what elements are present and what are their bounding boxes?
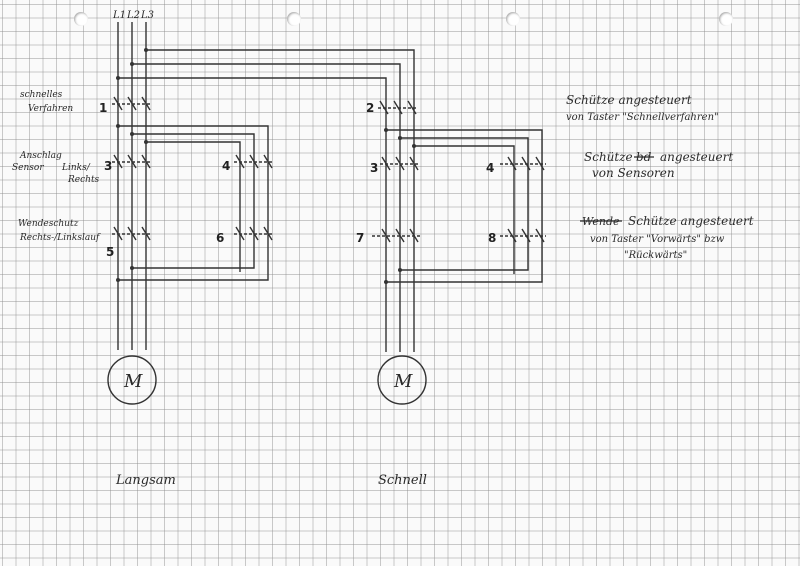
contactor-number: 8 bbox=[488, 231, 496, 245]
contactor-6: 6 bbox=[216, 226, 273, 245]
contactor-number: 4 bbox=[486, 161, 494, 175]
svg-text:Rechts: Rechts bbox=[67, 175, 100, 185]
svg-text:von Sensoren: von Sensoren bbox=[592, 166, 675, 180]
contactor-number: 2 bbox=[366, 101, 374, 115]
contactor-4-right: 4 bbox=[486, 156, 546, 175]
phase-label-l1: L1 bbox=[112, 10, 126, 21]
svg-text:von Taster "Schnellverfahren": von Taster "Schnellverfahren" bbox=[566, 112, 719, 123]
svg-text:angesteuert: angesteuert bbox=[660, 150, 733, 164]
contactor-4-left: 4 bbox=[222, 154, 273, 173]
contactor-number: 7 bbox=[356, 231, 364, 245]
contactor-number: 3 bbox=[104, 159, 112, 173]
note-reversing: Wende Schütze angesteuert von Taster "Vo… bbox=[580, 214, 754, 261]
svg-text:Verfahren: Verfahren bbox=[28, 104, 73, 114]
contactor-3-left: 3 bbox=[104, 154, 152, 173]
row-label-reversing: Wendeschutz Rechts-/Linkslauf bbox=[18, 219, 101, 243]
punch-hole bbox=[287, 12, 301, 26]
svg-text:Schütze: Schütze bbox=[584, 150, 633, 164]
svg-text:Schütze angesteuert: Schütze angesteuert bbox=[566, 93, 692, 107]
right-bypass-wiring bbox=[384, 128, 543, 284]
punch-hole bbox=[74, 12, 88, 26]
label-slow: Langsam bbox=[115, 473, 176, 488]
punch-hole bbox=[506, 12, 520, 26]
contactor-number: 1 bbox=[99, 101, 107, 115]
contactor-5: 5 bbox=[106, 226, 152, 259]
contactor-3-right: 3 bbox=[370, 156, 420, 175]
contactor-number: 3 bbox=[370, 161, 378, 175]
contactor-8: 8 bbox=[488, 228, 546, 245]
svg-text:von Taster "Vorwärts" bzw: von Taster "Vorwärts" bzw bbox=[590, 234, 725, 245]
phase-label-l2: L2 bbox=[126, 10, 140, 21]
svg-text:Rechts-/Linkslauf: Rechts-/Linkslauf bbox=[19, 233, 101, 243]
note-fast-travel: Schütze angesteuert von Taster "Schnellv… bbox=[566, 93, 719, 123]
punch-hole bbox=[719, 12, 733, 26]
svg-text:schnelles: schnelles bbox=[20, 90, 63, 100]
svg-text:Links/: Links/ bbox=[61, 163, 91, 173]
contactor-7: 7 bbox=[356, 228, 420, 245]
row-label-fast-travel: schnelles Verfahren bbox=[20, 90, 73, 114]
label-fast: Schnell bbox=[378, 473, 427, 488]
contactor-2: 2 bbox=[366, 100, 418, 115]
contactor-number: 6 bbox=[216, 231, 224, 245]
contactor-1: 1 bbox=[99, 96, 151, 115]
motor-right: M bbox=[377, 355, 427, 405]
motor-label: M bbox=[393, 371, 413, 392]
svg-text:Sensor: Sensor bbox=[12, 163, 44, 173]
motor-label: M bbox=[123, 371, 143, 392]
left-bypass-wiring bbox=[116, 124, 269, 282]
contactor-number: 4 bbox=[222, 159, 230, 173]
note-sensors: Schütze bd angesteuert von Sensoren bbox=[584, 150, 733, 180]
svg-text:Wendeschutz: Wendeschutz bbox=[18, 219, 79, 229]
phase-label-l3: L3 bbox=[140, 10, 154, 21]
right-phase-bus bbox=[385, 98, 415, 352]
svg-text:Anschlag: Anschlag bbox=[19, 151, 62, 161]
svg-text:"Rückwärts": "Rückwärts" bbox=[624, 250, 687, 261]
motor-left: M bbox=[107, 355, 157, 405]
svg-text:Schütze angesteuert: Schütze angesteuert bbox=[628, 214, 754, 228]
left-phase-bus bbox=[116, 22, 415, 350]
row-label-sensor: Anschlag Sensor Links/ Rechts bbox=[12, 151, 100, 185]
contactor-number: 5 bbox=[106, 245, 114, 259]
